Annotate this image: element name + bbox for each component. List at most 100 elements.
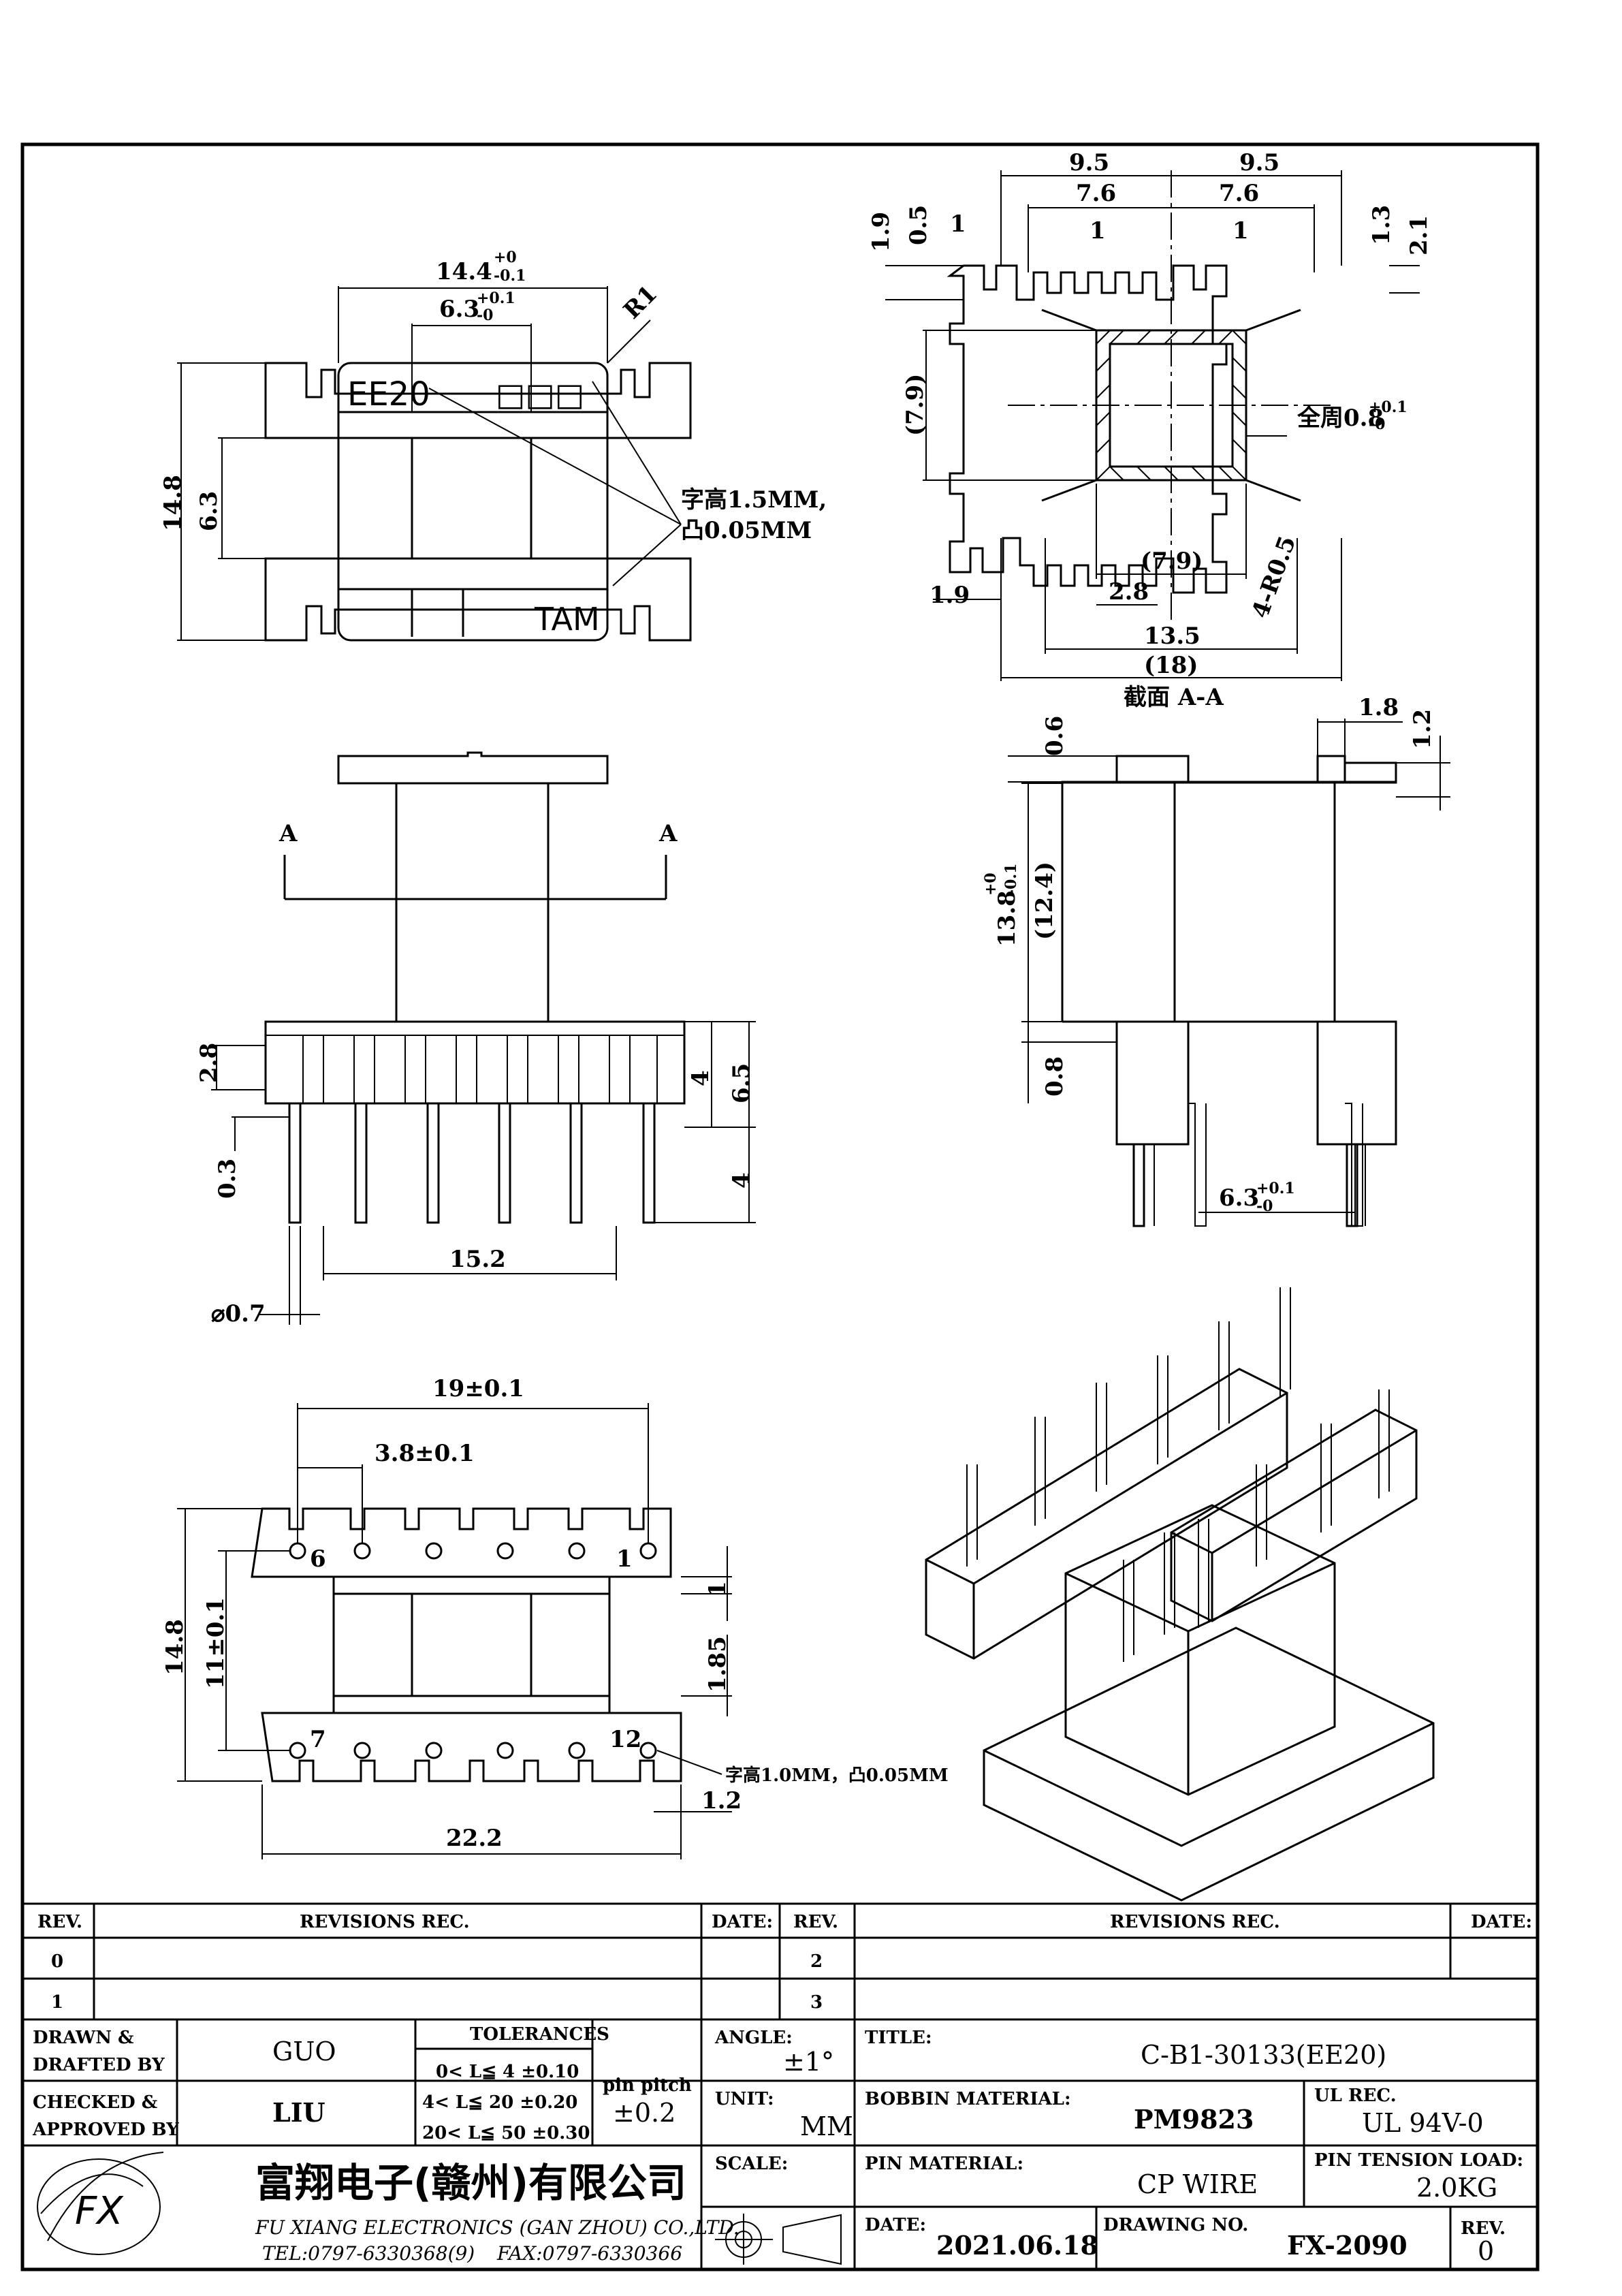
- dim-1-b: 1: [1090, 217, 1106, 245]
- rev-header-left: REV.: [37, 1912, 82, 1932]
- dim-1-9-bottom: 1.9: [929, 582, 970, 609]
- dim-2-8-front: 2.8: [195, 1043, 223, 1083]
- dim-0-3: 0.3: [214, 1159, 241, 1199]
- scale-label: SCALE:: [715, 2154, 788, 2174]
- company-tel: TEL:0797-6330368(9): [262, 2242, 475, 2265]
- dim-13-8: 13.8: [993, 890, 1021, 947]
- tolerance-row-1: 0< L≦ 4 ±0.10: [436, 2062, 579, 2082]
- rev-row-2: 2: [810, 1951, 823, 1972]
- dim-1-2-bottom: 1.2: [701, 1787, 742, 1814]
- rev-header-right: REV.: [793, 1912, 838, 1932]
- section-caption: 截面 A-A: [1124, 684, 1224, 711]
- note-bottom: 字高1.0MM，凸0.05MM: [725, 1765, 949, 1786]
- rev-row-0: 0: [51, 1951, 63, 1972]
- dim-12-4: (12.4): [1031, 862, 1058, 940]
- dim-1-bottom: 1: [704, 1581, 731, 1597]
- unit-value: MM: [800, 2111, 853, 2141]
- angle-value: ±1°: [783, 2047, 834, 2077]
- dim-7-9-horizontal: (7.9): [1141, 548, 1203, 575]
- dim-13-5: 13.5: [1144, 623, 1200, 650]
- company-fax: FAX:0797-6330366: [496, 2242, 682, 2265]
- date-header-left: DATE:: [712, 1912, 773, 1932]
- section-mark-right: A: [658, 820, 678, 847]
- unit-label: UNIT:: [715, 2089, 774, 2109]
- dim-1-8: 1.8: [1358, 694, 1399, 721]
- side-view: [1008, 719, 1450, 1227]
- dim-4-a: 4: [687, 1070, 714, 1086]
- rev-label: REV.: [1461, 2218, 1506, 2239]
- dim-6-5: 6.5: [728, 1063, 755, 1103]
- dim-1-9-top: 1.9: [868, 212, 895, 252]
- pin-tension-value: 2.0KG: [1416, 2173, 1497, 2203]
- rev-row-3: 3: [810, 1992, 823, 2013]
- dim-14-4-tol-lower: -0.1: [494, 267, 526, 285]
- mark-boxes: □□□: [496, 376, 584, 413]
- dim-11: 11±0.1: [202, 1597, 229, 1689]
- bottom-view: [177, 1403, 732, 1859]
- dim-6-3: 6.3: [439, 296, 479, 323]
- dim-2-8: 2.8: [1109, 578, 1149, 606]
- dim-6-3-inner: 6.3: [195, 491, 223, 531]
- pin-label-6: 6: [310, 1545, 326, 1573]
- dim-6-3-tol-upper: +0.1: [477, 289, 515, 307]
- top-left-view: [177, 286, 692, 642]
- dim-13-8-tol-lower: -0.1: [1002, 864, 1020, 896]
- dim-2-1: 2.1: [1405, 215, 1433, 255]
- tolerances-label: TOLERANCES: [470, 2024, 609, 2045]
- company-name-cn: 富翔电子(赣州)有限公司: [255, 2160, 686, 2206]
- dim-1-a: 1: [950, 210, 966, 238]
- date-value: 2021.06.18: [936, 2230, 1098, 2261]
- pin-label-1: 1: [616, 1545, 633, 1573]
- checked-label-2: APPROVED BY: [32, 2120, 179, 2140]
- drawing-no-label: DRAWING NO.: [1103, 2215, 1248, 2235]
- section-view: [885, 170, 1420, 681]
- pin-label-12: 12: [609, 1726, 641, 1753]
- dim-6-3-side-tol-lower: -0: [1256, 1197, 1273, 1215]
- dim-0-6: 0.6: [1041, 716, 1068, 756]
- note-emboss: 凸0.05MM: [681, 517, 812, 544]
- dim-7-6-left: 7.6: [1076, 180, 1116, 207]
- dim-wall-tol-lower: -0: [1369, 415, 1385, 433]
- isometric-view: [925, 1287, 1435, 1902]
- pin-tension-label: PIN TENSION LOAD:: [1314, 2150, 1523, 2171]
- section-mark-left: A: [279, 820, 298, 847]
- drawn-label-1: DRAWN &: [33, 2028, 134, 2048]
- dim-6-3-side: 6.3: [1219, 1184, 1259, 1212]
- dim-19: 19±0.1: [432, 1375, 524, 1402]
- pin-pitch-value: ±0.2: [613, 2098, 675, 2128]
- dim-7-6-right: 7.6: [1219, 180, 1259, 207]
- title-value: C-B1-30133(EE20): [1141, 2040, 1386, 2070]
- dim-9-5-right: 9.5: [1239, 149, 1279, 176]
- pin-material-value: CP WIRE: [1137, 2169, 1258, 2199]
- logo-text: FX: [75, 2189, 124, 2233]
- title-block: [22, 1902, 1538, 2269]
- bobbin-material-label: BOBBIN MATERIAL:: [865, 2089, 1071, 2109]
- dim-1-c: 1: [1233, 217, 1249, 245]
- rev-row-1: 1: [51, 1992, 63, 2013]
- dim-14-4-tol-upper: +0: [494, 249, 517, 266]
- dim-18: (18): [1144, 652, 1198, 679]
- dim-9-5-left: 9.5: [1069, 149, 1109, 176]
- pin-material-label: PIN MATERIAL:: [865, 2154, 1023, 2174]
- pin-label-7: 7: [310, 1726, 326, 1753]
- title-label: TITLE:: [865, 2028, 932, 2048]
- dim-wall-tol-upper: +0.1: [1369, 398, 1408, 416]
- tolerance-row-3: 20< L≦ 50 ±0.30: [422, 2123, 590, 2143]
- dim-14-8-bottom: 14.8: [161, 1619, 189, 1676]
- dim-0-8: 0.8: [1041, 1056, 1068, 1097]
- pin-pitch-label: pin pitch: [603, 2075, 692, 2096]
- revisions-header-right: REVISIONS REC.: [1110, 1912, 1280, 1932]
- bobbin-material-value: PM9823: [1134, 2104, 1254, 2135]
- mark-ee20: EE20: [347, 375, 430, 413]
- ul-rec-value: UL 94V-0: [1362, 2108, 1484, 2138]
- dim-6-3-tol-lower: -0: [477, 306, 493, 324]
- note-char-height: 字高1.5MM,: [681, 486, 827, 514]
- dim-3-8: 3.8±0.1: [375, 1440, 475, 1467]
- mark-tam: TAM: [534, 601, 600, 638]
- checked-value: LIU: [272, 2097, 325, 2128]
- revisions-header-left: REVISIONS REC.: [300, 1912, 470, 1932]
- date-label: DATE:: [865, 2215, 926, 2235]
- dim-6-3-side-tol-upper: +0.1: [1256, 1180, 1295, 1197]
- drawn-label-2: DRAFTED BY: [33, 2055, 165, 2075]
